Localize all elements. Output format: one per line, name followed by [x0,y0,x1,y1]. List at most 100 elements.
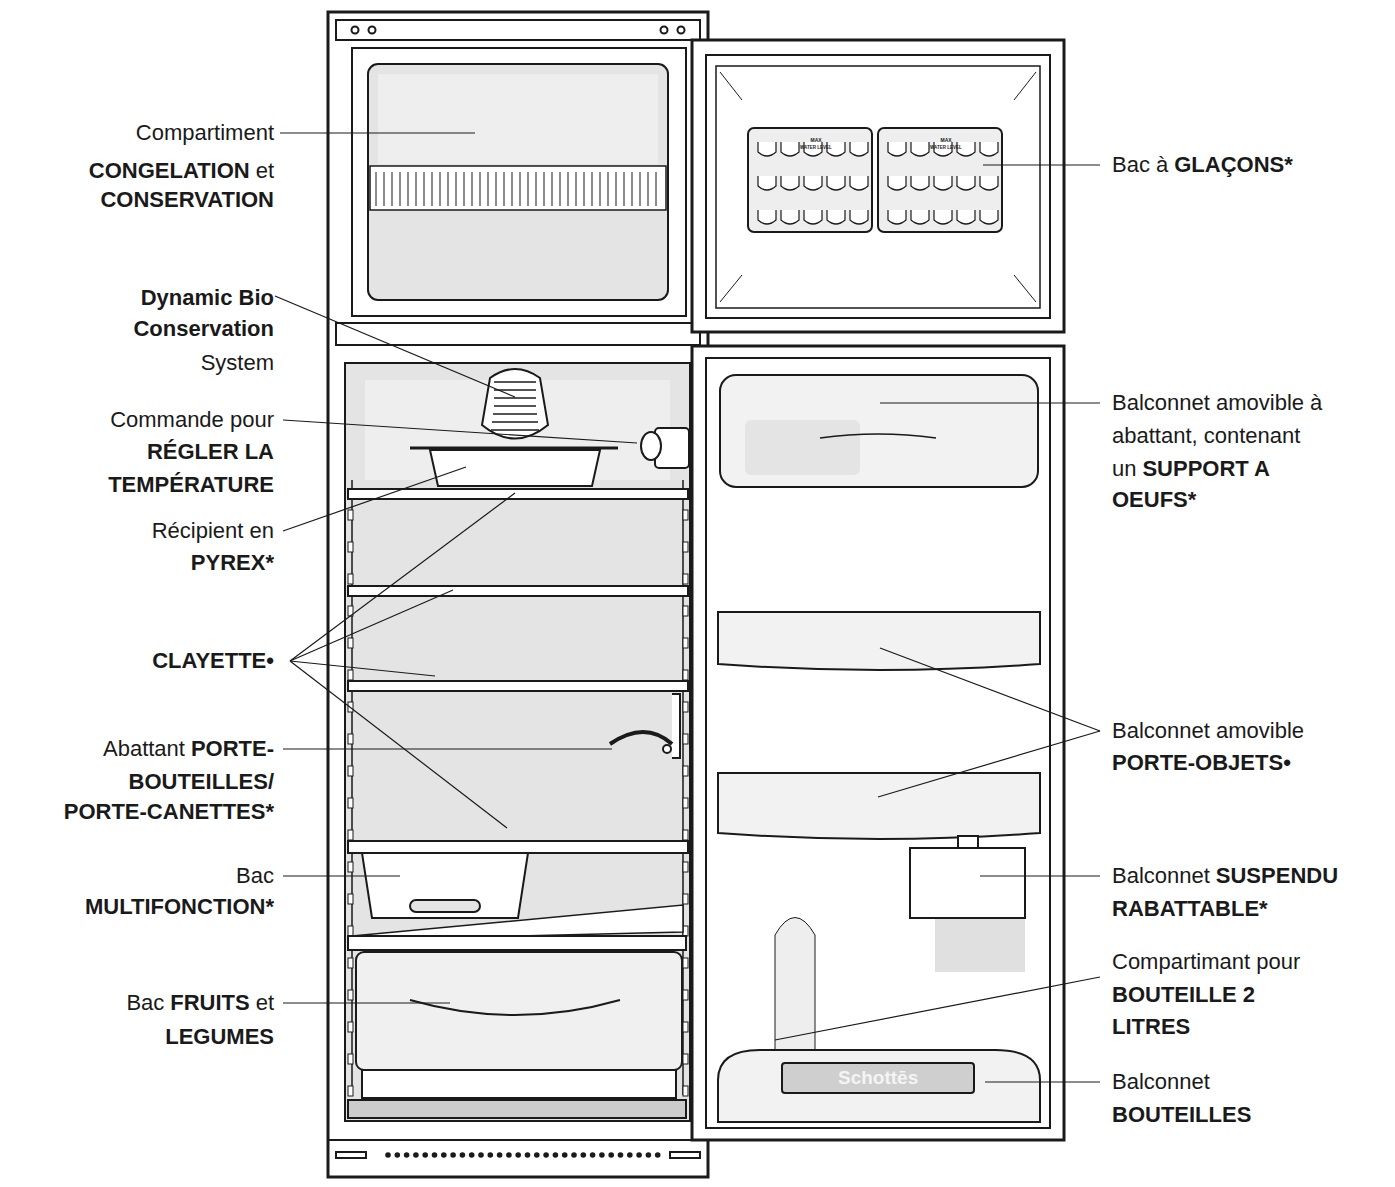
shelf-peg [348,510,353,520]
freezer-frame [352,48,686,316]
vent-hole [385,1152,391,1158]
rack-bar [536,172,537,206]
callout-label: CONSERVATION [100,187,274,212]
callout-label: Conservation [133,316,274,341]
pyrex-dish [430,450,600,486]
callout-line: BacFRUITSet [126,988,274,1018]
shelf-peg [348,958,353,968]
vent-hole [488,1152,494,1158]
shelf-peg [683,670,688,680]
hanging-hook [958,836,978,848]
crisper-frame [348,936,686,950]
ice-cup [980,210,998,224]
rack-bar [560,172,561,206]
logo-plate [782,1063,974,1093]
vent-hole [627,1152,633,1158]
vent-hole [599,1152,605,1158]
callout-label: Dynamic Bio [141,285,274,310]
rack-bar [416,172,417,206]
callout-line: MULTIFONCTION* [85,892,274,922]
callout-line: Balconnet amovible à [1112,388,1322,418]
shelf-peg [683,542,688,552]
hinge-screw [661,27,668,34]
freezer-back [378,74,658,164]
freezer-door [692,40,1064,332]
vent-hole [460,1152,466,1158]
cabinet-body [328,12,708,1177]
callout-label: LEGUMES [165,1024,274,1049]
ice-cup [758,176,776,190]
ice-cup [888,176,906,190]
leader-line [283,748,612,749]
rack-bar [392,172,393,206]
leader-line [880,402,1100,403]
callout-line: RÉGLER LA [147,437,274,467]
crisper-cover [352,905,683,940]
shelf-peg [683,606,688,616]
rack-bar [512,172,513,206]
ice-cup [934,210,952,224]
callout-label: Compartimant pour [1112,949,1300,974]
water-level-mark: WATER LEVEL [800,145,832,150]
ice-cup [888,210,906,224]
shelf-peg [683,798,688,808]
callout-label: TEMPÉRATURE [108,472,274,497]
leader-line [290,590,453,661]
callout-label: PYREX* [191,550,274,575]
callout-label: FRUITS [170,990,249,1015]
shelf-peg [683,990,688,1000]
ice-cup [957,176,975,190]
brand-logo: Schottēs [838,1067,918,1089]
vent-hole [515,1152,521,1158]
callout-label: Abattant [103,736,185,761]
callout-line: PYREX* [191,548,274,578]
freezer-rack [370,166,666,210]
base-line [328,1139,708,1141]
callout-label: Bac à [1112,152,1168,177]
leader-line [283,875,400,876]
callout-line: Bac àGLAÇONS* [1112,150,1293,180]
shelf-peg [348,894,353,904]
callout-label: Balconnet [1112,1069,1210,1094]
hinge-screw [369,27,376,34]
egg-holder [745,420,860,475]
vent-hole [525,1152,531,1158]
shelf-peg [348,766,353,776]
leader-line [290,493,515,661]
leader-line [283,1002,450,1003]
shelf-peg [683,894,688,904]
callout-label: OEUFS* [1112,487,1196,512]
shelf-peg [683,830,688,840]
leader-line [980,875,1100,876]
leader-line [283,467,466,531]
rack-bar [440,172,441,206]
hinge-strip [336,20,700,40]
vent-hole [534,1152,540,1158]
rack-bar [424,172,425,206]
callout-label: PORTE-OBJETS• [1112,750,1291,775]
rack-bar [504,172,505,206]
rack-bar [448,172,449,206]
rack-bar [472,172,473,206]
shelf-peg [348,926,353,936]
vent-hole [450,1152,456,1158]
callout-line: PORTE-OBJETS• [1112,748,1291,778]
multifunction-bin [362,853,528,918]
door-panel [716,66,1040,308]
ice-cup [781,210,799,224]
callout-line: BOUTEILLE 2 [1112,980,1255,1010]
ice-cup [911,176,929,190]
callout-line: Conservation [133,314,274,344]
bottle-flap [610,732,672,744]
cavity-floor [348,1100,686,1118]
ice-cup [980,142,998,156]
callout-label: Bac [236,863,274,888]
shelf-peg [348,574,353,584]
callout-line: Bac [236,861,274,891]
ice-cup [804,210,822,224]
vent-hole [646,1152,652,1158]
vent-hole [571,1152,577,1158]
bin-handle [410,900,480,912]
callout-label: GLAÇONS* [1174,152,1293,177]
base-slot [336,1152,366,1158]
